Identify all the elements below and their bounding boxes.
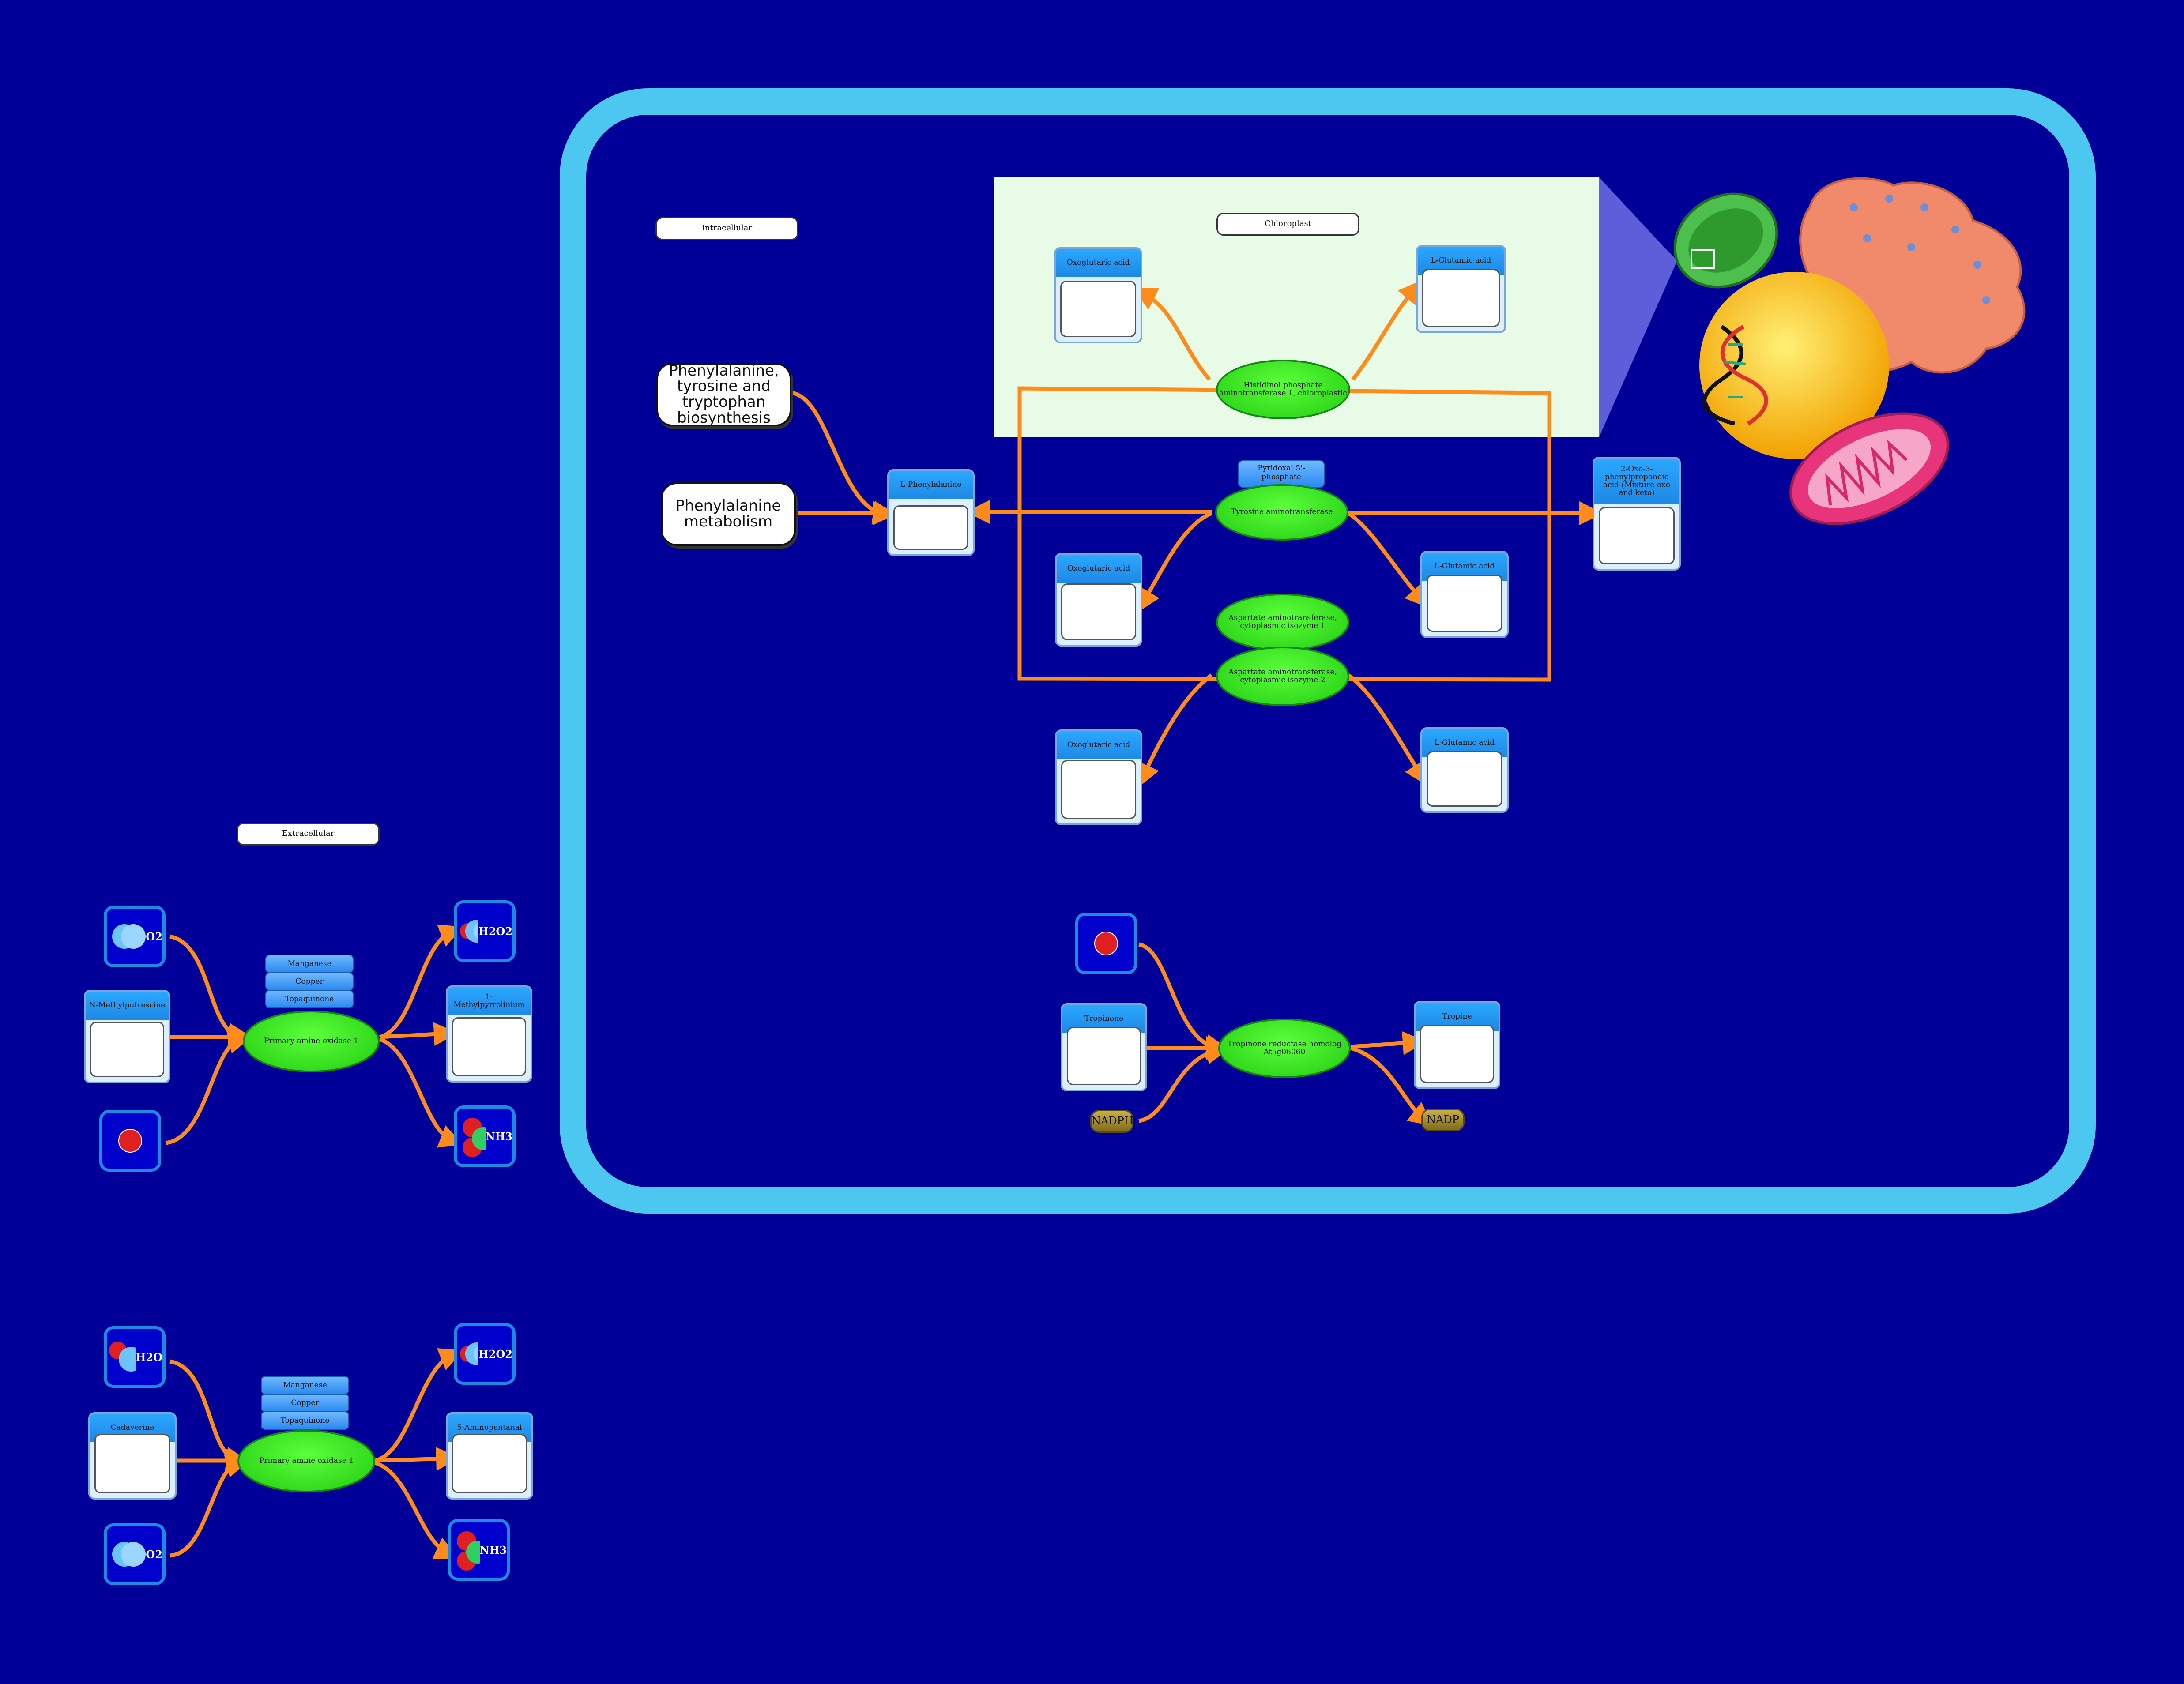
compound-l-phenylalanine[interactable]: L-Phenylalanine <box>887 469 975 556</box>
oxygen-molecule-icon <box>112 1542 146 1567</box>
enzyme-histidinol-aminotransferase[interactable]: Histidinol phosphate aminotransferase 1,… <box>1216 360 1350 419</box>
structure-image <box>1061 760 1136 819</box>
compound-tropinone[interactable]: Tropinone <box>1061 1003 1147 1091</box>
structure-image <box>1067 1027 1141 1085</box>
cofactor-pyridoxal-phosphate[interactable]: Pyridoxal 5'-phosphate <box>1238 460 1325 488</box>
molecule-nh3[interactable]: NH3 <box>454 1105 516 1167</box>
molecule-label: H2O <box>136 1350 162 1364</box>
molecule-h2o2[interactable]: H2O2 <box>454 1323 516 1385</box>
compound-glutamic-3[interactable]: L-Glutamic acid <box>1420 727 1509 813</box>
ammonia-icon <box>457 1531 480 1571</box>
compound-cadaverine[interactable]: Cadaverine <box>88 1412 177 1500</box>
compound-glutamic-2[interactable]: L-Glutamic acid <box>1420 551 1509 638</box>
transamination-loop <box>1017 386 1551 682</box>
structure-image <box>1422 269 1500 327</box>
extracellular-label: Extracellular <box>237 823 380 846</box>
mitochondrion-icon <box>1789 412 1949 525</box>
enzyme-aspartate-aminotransferase-2[interactable]: Aspartate aminotransferase, cytoplasmic … <box>1216 647 1349 706</box>
dna-icon <box>1702 325 1768 426</box>
cofactor-copper[interactable]: Copper <box>265 972 354 991</box>
molecule-h-plus[interactable] <box>1075 913 1137 974</box>
compound-oxoglutaric-1[interactable]: Oxoglutaric acid <box>1054 247 1142 343</box>
oxygen-molecule-icon <box>112 924 146 949</box>
compound-oxo-phenylpropanoic[interactable]: 2-Oxo-3-phenylpropanoic acid (Mixture ox… <box>1593 457 1681 571</box>
compound-oxoglutaric-2[interactable]: Oxoglutaric acid <box>1055 553 1142 647</box>
chloroplast-icon <box>1673 192 1778 289</box>
molecule-h2o[interactable]: H2O <box>104 1326 166 1388</box>
molecule-nh3[interactable]: NH3 <box>448 1519 510 1581</box>
structure-image <box>1061 583 1136 640</box>
compound-methylpyrrolinium[interactable]: 1-Methylpyrrolinium <box>446 985 532 1083</box>
compound-oxoglutaric-3[interactable]: Oxoglutaric acid <box>1055 729 1142 825</box>
reaction-arrows <box>165 280 1603 1560</box>
hydrogen-ion-icon <box>1094 932 1118 955</box>
cofactor-manganese[interactable]: Manganese <box>261 1376 349 1395</box>
chloroplast-label: Chloroplast <box>1216 213 1359 236</box>
compound-label: 2-Oxo-3-phenylpropanoic acid (Mixture ox… <box>1594 459 1679 504</box>
molecule-nadph[interactable]: NADPH <box>1090 1110 1133 1133</box>
ammonia-icon <box>463 1118 486 1157</box>
pathway-phe-biosynthesis[interactable]: Phenylalanine, tyrosine and tryptophan b… <box>656 363 791 426</box>
molecule-label: H2O2 <box>478 1347 512 1361</box>
molecule-nadp[interactable]: NADP <box>1421 1109 1465 1131</box>
cofactor-topaquinone[interactable]: Topaquinone <box>265 990 354 1008</box>
compound-tropine[interactable]: Tropine <box>1414 1001 1500 1089</box>
enzyme-primary-amine-oxidase-1b[interactable]: Primary amine oxidase 1 <box>237 1430 375 1492</box>
cell-membrane <box>560 88 2096 1214</box>
structure-image <box>1420 1025 1494 1083</box>
molecule-label: NH3 <box>485 1130 512 1143</box>
enzyme-aspartate-aminotransferase-1[interactable]: Aspartate aminotransferase, cytoplasmic … <box>1216 594 1349 651</box>
chloroplast-zoom-wedge <box>1599 177 1677 437</box>
molecule-label: NH3 <box>479 1543 507 1556</box>
enzyme-tyrosine-aminotransferase[interactable]: Tyrosine aminotransferase <box>1215 484 1348 541</box>
enzyme-tropinone-reductase[interactable]: Tropinone reductase homolog At5g06060 <box>1218 1019 1351 1078</box>
compound-label: Oxoglutaric acid <box>1057 731 1141 759</box>
structure-image <box>452 1017 526 1076</box>
compound-label: L-Phenylalanine <box>889 471 973 499</box>
hydrogen-peroxide-icon <box>460 1342 479 1365</box>
structure-image <box>1427 575 1502 632</box>
molecule-label: H2O2 <box>478 925 512 938</box>
structure-image <box>893 505 968 550</box>
compound-label: 1-Methylpyrrolinium <box>448 987 531 1015</box>
structure-image <box>1599 507 1675 564</box>
structure-image <box>90 1022 164 1077</box>
pathway-phe-metabolism[interactable]: Phenylalanine metabolism <box>661 482 796 546</box>
structure-image <box>1427 751 1502 807</box>
compound-label: Oxoglutaric acid <box>1057 555 1141 583</box>
water-molecule-icon <box>109 1342 136 1372</box>
cofactor-manganese[interactable]: Manganese <box>265 955 354 973</box>
molecule-h2o2[interactable]: H2O2 <box>454 900 516 962</box>
structure-image <box>94 1434 170 1493</box>
compound-label: Oxoglutaric acid <box>1056 249 1141 277</box>
hydrogen-peroxide-icon <box>460 920 479 943</box>
nucleus-icon <box>1699 272 1889 459</box>
cofactor-copper[interactable]: Copper <box>261 1394 349 1412</box>
molecule-o2[interactable]: O2 <box>104 906 166 967</box>
molecule-label: O2 <box>146 1548 162 1561</box>
molecule-h-plus[interactable] <box>99 1110 161 1172</box>
hydrogen-ion-icon <box>118 1129 142 1153</box>
intracellular-label: Intracellular <box>655 217 798 240</box>
molecule-o2[interactable]: O2 <box>104 1523 166 1585</box>
compound-glutamic-1[interactable]: L-Glutamic acid <box>1416 245 1506 333</box>
compound-n-methylputrescine[interactable]: N-Methylputrescine <box>84 990 170 1083</box>
compound-aminopentanal[interactable]: 5-Aminopentanal <box>446 1412 533 1500</box>
structure-image <box>452 1434 527 1493</box>
compound-label: N-Methylputrescine <box>86 992 169 1020</box>
structure-image <box>1060 281 1136 337</box>
enzyme-primary-amine-oxidase-1[interactable]: Primary amine oxidase 1 <box>243 1011 380 1072</box>
cofactor-topaquinone[interactable]: Topaquinone <box>261 1411 349 1430</box>
molecule-label: O2 <box>146 930 162 943</box>
